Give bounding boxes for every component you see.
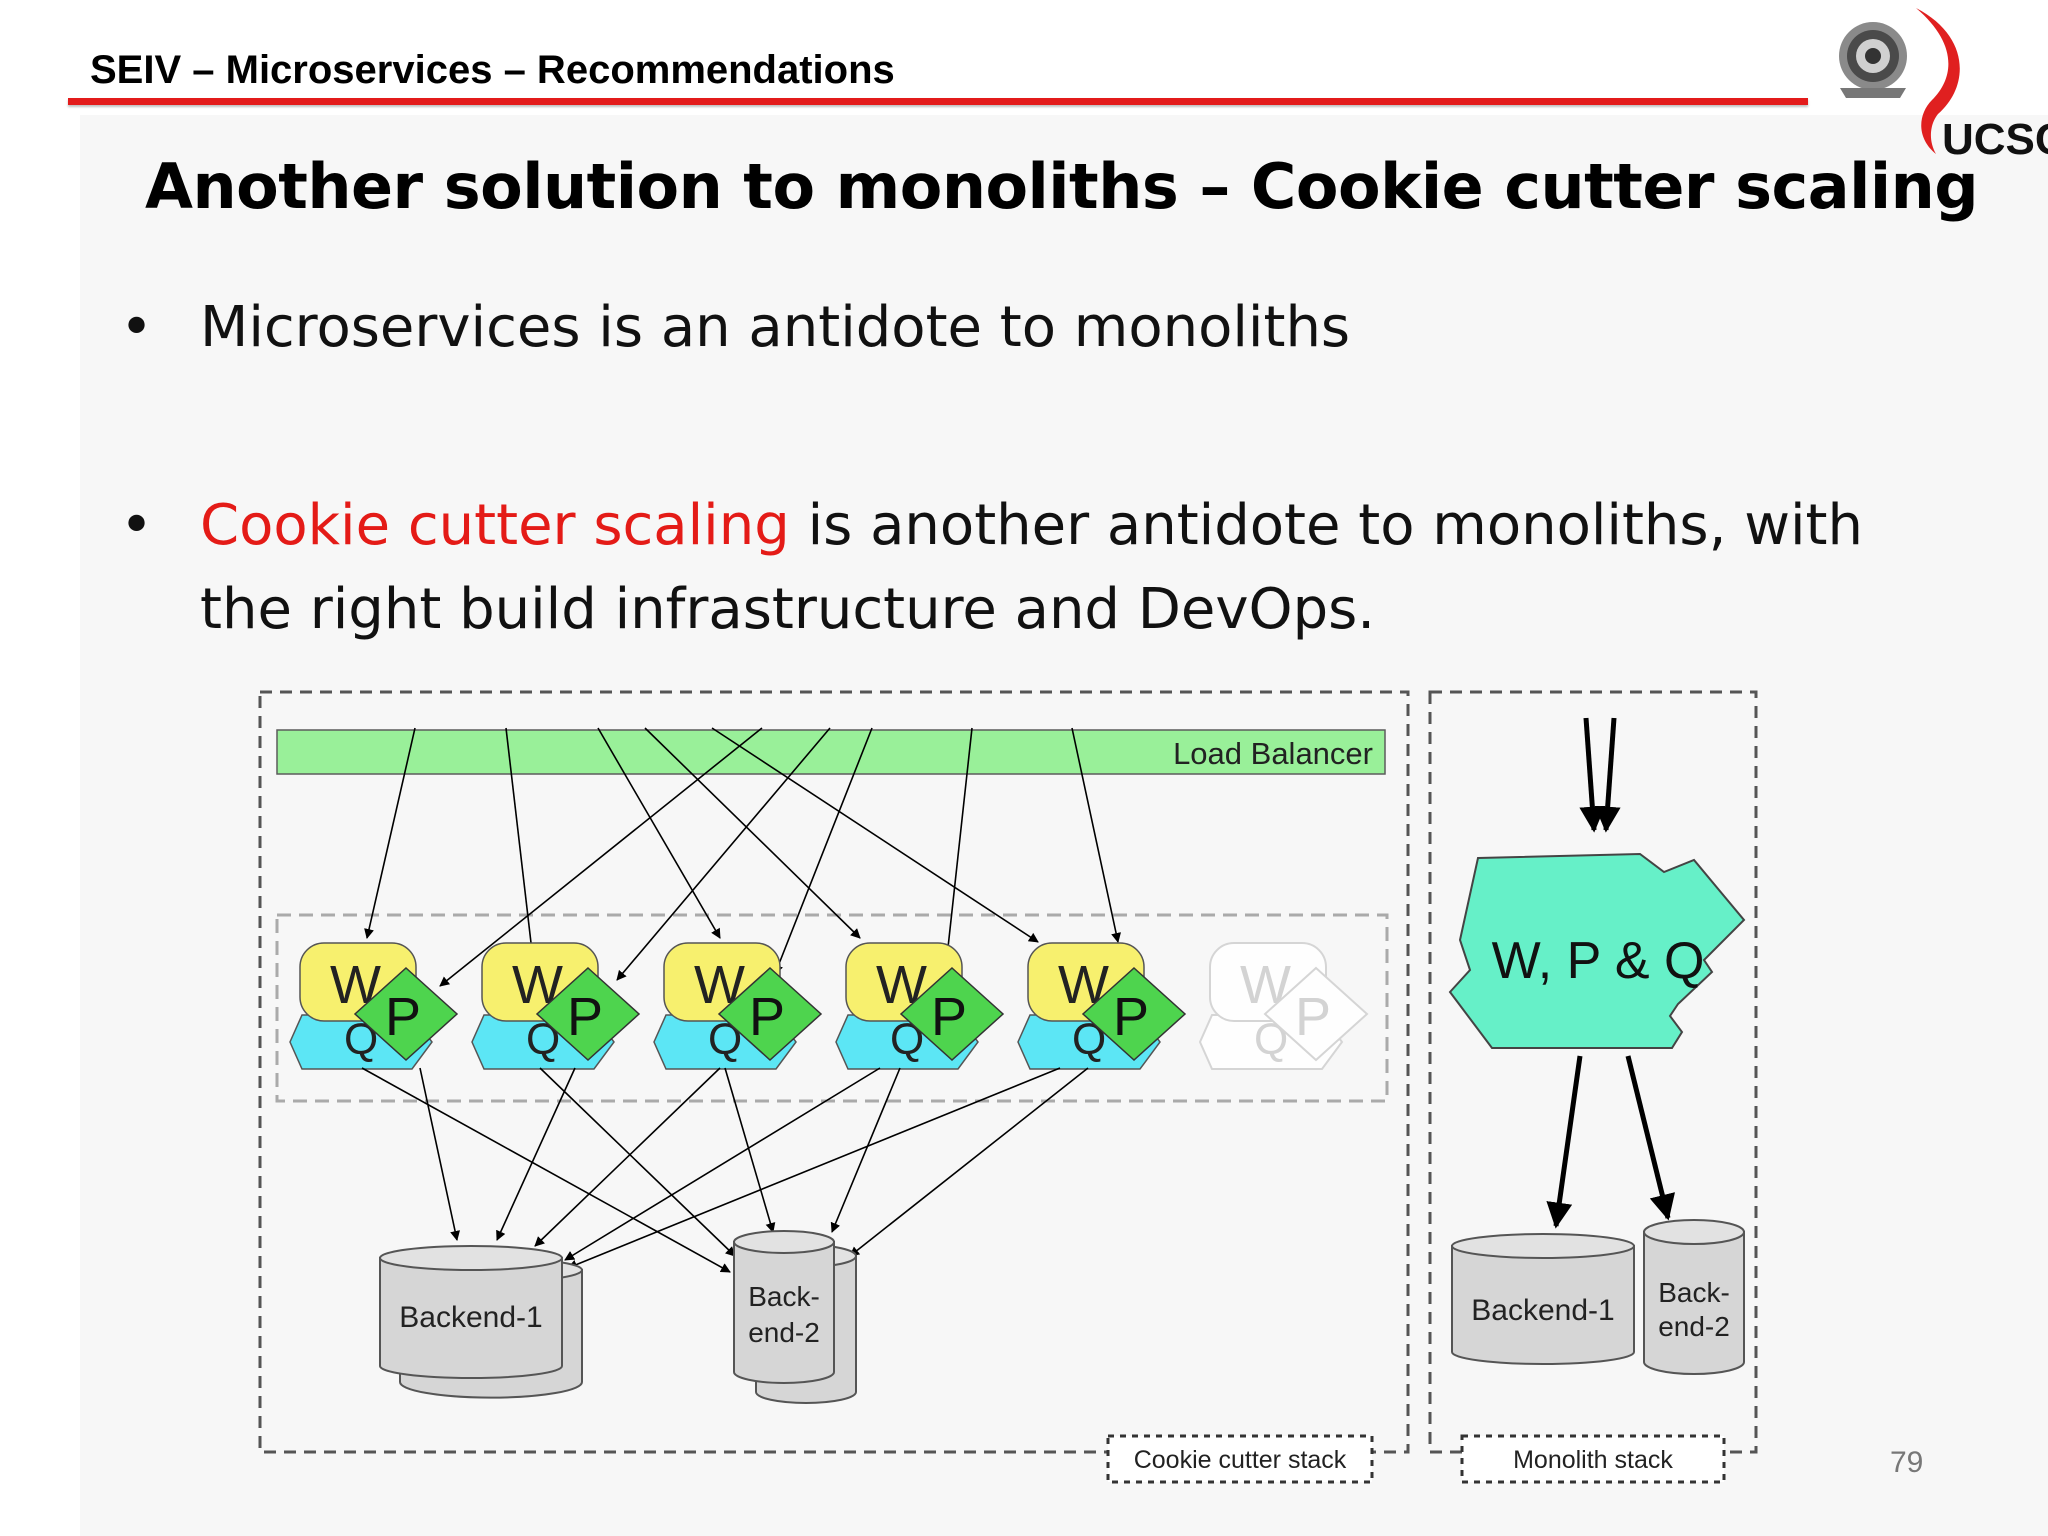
backend-2-database: Back- end-2 xyxy=(733,1230,857,1404)
bullet-text-continued: the right build infrastructure and DevOp… xyxy=(200,577,1376,642)
bullet-text: Microservices is an antidote to monolith… xyxy=(200,295,1351,360)
backend-1-database: Backend-1 xyxy=(379,1245,583,1399)
service-instance: W Q P xyxy=(1017,942,1187,1070)
p-node xyxy=(717,966,823,1062)
service-instances: W Q P W Q P W Q P xyxy=(289,942,1369,1070)
p-node xyxy=(899,966,1005,1062)
monolith-output-arrows xyxy=(1546,1055,1676,1229)
lb-arrow xyxy=(597,727,721,939)
p-label: P xyxy=(931,987,967,1047)
lb-arrow xyxy=(773,727,873,975)
lb-arrow xyxy=(941,727,973,976)
service-instance: W Q P xyxy=(471,942,641,1070)
lb-arrows xyxy=(364,727,1121,987)
cookie-cutter-label-box xyxy=(1106,1434,1374,1484)
crest-icon xyxy=(1839,22,1907,98)
lb-arrow xyxy=(1071,727,1121,943)
backend-2-label-line1: Back- xyxy=(748,1281,820,1312)
bullet-marker: • xyxy=(120,295,154,360)
monolith-backend-1-database: Backend-1 xyxy=(1451,1233,1635,1365)
backend-arrow xyxy=(539,1067,736,1257)
p-label: P xyxy=(385,987,421,1047)
backend-arrow xyxy=(830,1067,901,1233)
backend-arrows xyxy=(361,1067,1089,1273)
load-balancer xyxy=(276,729,1386,775)
backend-1-label: Backend-1 xyxy=(399,1301,542,1334)
bullet-2: • Cookie cutter scaling is another antid… xyxy=(120,484,1863,652)
p-label: P xyxy=(749,987,785,1047)
lb-arrow xyxy=(644,727,861,939)
logo-text: UCSC xyxy=(1942,115,2048,164)
instances-group xyxy=(275,913,1389,1103)
p-label: P xyxy=(1113,987,1149,1047)
bullet-text: is another antidote to monoliths, with xyxy=(789,493,1863,558)
bullet-marker: • xyxy=(120,493,154,558)
service-instance: W Q P xyxy=(653,942,823,1070)
backend-arrow xyxy=(496,1067,576,1241)
p-label: P xyxy=(567,987,603,1047)
backend-arrow xyxy=(361,1067,731,1273)
monolith-input-arrows xyxy=(1579,717,1621,833)
ghost-service-instance: W Q P xyxy=(1198,942,1369,1070)
monolith-label-box xyxy=(1460,1434,1726,1484)
p-node xyxy=(1081,966,1187,1062)
backend-2-label-line2: end-2 xyxy=(748,1317,820,1348)
monolith-backend-2-database: Back- end-2 xyxy=(1643,1219,1745,1375)
lb-arrow xyxy=(439,727,763,987)
monolith-backend-1-label: Backend-1 xyxy=(1471,1294,1614,1327)
bullet-1: • Microservices is an antidote to monoli… xyxy=(120,286,1351,370)
ucsc-logo: UCSC xyxy=(1839,8,2048,164)
backend-arrow xyxy=(564,1067,881,1261)
cookie-cutter-boundary xyxy=(258,690,1410,1454)
lb-arrow xyxy=(711,727,1039,943)
monolith-label: Monolith stack xyxy=(1513,1446,1673,1474)
lb-arrow xyxy=(364,727,416,939)
cookie-cutter-label: Cookie cutter stack xyxy=(1134,1446,1347,1474)
monolith-backend-2-label-line2: end-2 xyxy=(1658,1311,1730,1342)
backend-arrow xyxy=(567,1067,1061,1270)
bullet-highlight: Cookie cutter scaling xyxy=(200,493,790,558)
lb-arrow xyxy=(616,727,831,981)
load-balancer-label: Load Balancer xyxy=(1173,736,1373,771)
p-node xyxy=(353,966,459,1062)
backend-arrow xyxy=(534,1067,721,1247)
p-label: P xyxy=(1295,987,1331,1047)
p-node xyxy=(535,966,641,1062)
slide-title: Another solution to monoliths – Cookie c… xyxy=(145,150,1979,223)
header-title: SEIV – Microservices – Recommendations xyxy=(90,48,895,92)
service-instance: W Q P xyxy=(835,942,1005,1070)
backend-arrow xyxy=(419,1067,460,1241)
page-number: 79 xyxy=(1890,1446,1924,1479)
flame-swoosh xyxy=(1916,8,1960,154)
backend-arrow xyxy=(849,1067,1089,1257)
monolith-backend-2-label-line1: Back- xyxy=(1658,1277,1730,1308)
lb-arrow xyxy=(505,727,537,961)
monolith-node xyxy=(1448,852,1746,1049)
backend-arrow xyxy=(724,1067,776,1233)
header-rule xyxy=(68,98,1808,105)
monolith-node-label: W, P & Q xyxy=(1492,932,1705,990)
p-node xyxy=(1263,966,1369,1062)
service-instance: W Q P xyxy=(289,942,459,1070)
